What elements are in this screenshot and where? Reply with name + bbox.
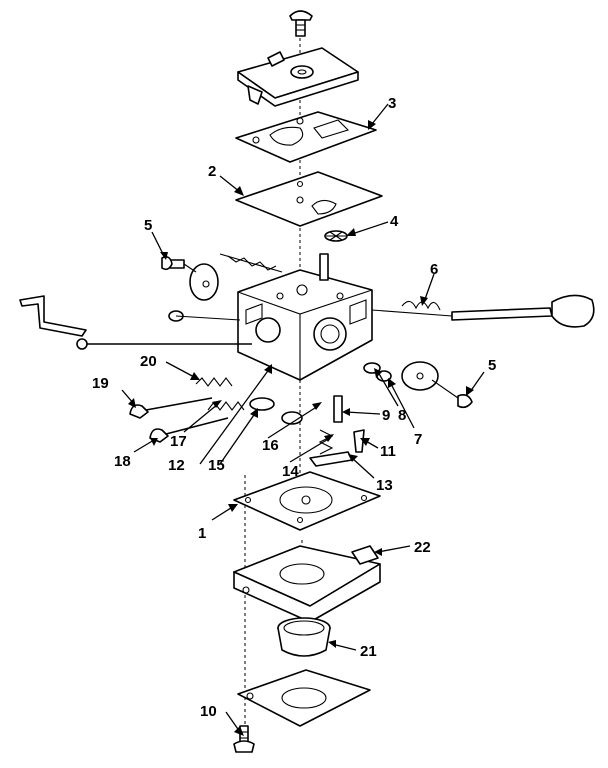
welch-plugs bbox=[249, 397, 303, 425]
callout-6: 6 bbox=[430, 261, 438, 278]
callout-21: 21 bbox=[360, 643, 377, 660]
throttle-plate-right bbox=[401, 361, 473, 409]
callout-15: 15 bbox=[208, 457, 225, 474]
callout-16: 16 bbox=[262, 437, 279, 454]
callout-22: 22 bbox=[414, 539, 431, 556]
choke-plate-left bbox=[161, 256, 219, 301]
callout-11: 11 bbox=[380, 443, 396, 460]
idle-screw-spring bbox=[219, 253, 283, 273]
throttle-shaft bbox=[371, 294, 595, 328]
mixture-screws bbox=[129, 377, 245, 443]
callout-7: 7 bbox=[414, 431, 422, 448]
callout-5-right: 5 bbox=[488, 357, 496, 374]
callout-3: 3 bbox=[388, 95, 396, 112]
filter-cup bbox=[277, 617, 331, 657]
callout-8: 8 bbox=[398, 407, 406, 424]
callout-20: 20 bbox=[140, 353, 157, 370]
callout-4: 4 bbox=[390, 213, 399, 230]
callout-17: 17 bbox=[170, 433, 187, 450]
callout-13: 13 bbox=[376, 477, 393, 494]
carburetor-body bbox=[237, 253, 373, 381]
callout-9: 9 bbox=[382, 407, 390, 424]
choke-lever-shaft bbox=[19, 295, 252, 350]
callout-labels: 1 2 3 4 5 5 6 7 8 9 10 11 12 13 14 15 16… bbox=[92, 95, 496, 720]
callout-2: 2 bbox=[208, 163, 216, 180]
bottom-plate bbox=[237, 669, 371, 727]
top-screw bbox=[289, 10, 313, 37]
callout-12: 12 bbox=[168, 457, 185, 474]
callout-10: 10 bbox=[200, 703, 217, 720]
pump-cover bbox=[237, 47, 359, 107]
callout-1: 1 bbox=[198, 525, 206, 542]
leader-lines bbox=[121, 103, 485, 736]
inlet-needle-assembly bbox=[309, 362, 392, 467]
metering-cover bbox=[233, 545, 381, 623]
metering-diaphragm bbox=[233, 471, 381, 531]
callout-14: 14 bbox=[282, 463, 299, 480]
callout-19: 19 bbox=[92, 375, 109, 392]
bottom-screw bbox=[233, 725, 255, 753]
callout-18: 18 bbox=[114, 453, 131, 470]
pump-diaphragm bbox=[235, 171, 383, 227]
inlet-screen bbox=[324, 230, 348, 242]
pump-gasket bbox=[235, 111, 377, 163]
callout-5-left: 5 bbox=[144, 217, 152, 234]
